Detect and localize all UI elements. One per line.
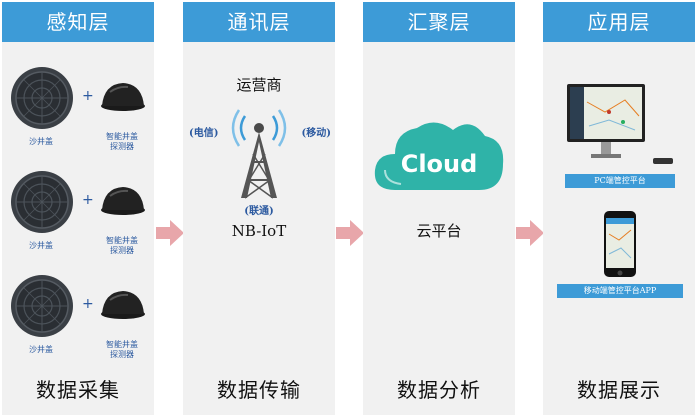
manhole-cover-icon bbox=[11, 67, 73, 129]
detector-label: 智能井盖 探测器 bbox=[106, 132, 138, 151]
mobile-app-label: 移动端管控平台APP bbox=[557, 284, 683, 298]
plus-sign: + bbox=[82, 192, 94, 208]
unicom-label: (联通) bbox=[244, 206, 274, 217]
detector-label: 智能井盖 探测器 bbox=[106, 236, 138, 255]
signal-tower-icon bbox=[231, 109, 287, 199]
perception-layer-title: 感知层 bbox=[2, 2, 154, 42]
plus-sign: + bbox=[82, 296, 94, 312]
aggregation-layer-footer: 数据分析 bbox=[397, 378, 481, 402]
manhole-label: 沙井盖 bbox=[29, 137, 53, 146]
carrier-label: 运营商 bbox=[236, 76, 282, 94]
aggregation-layer-title: 汇聚层 bbox=[363, 2, 515, 42]
detector-label: 智能井盖 探测器 bbox=[106, 340, 138, 359]
application-layer-footer: 数据展示 bbox=[577, 378, 661, 402]
manhole-cover-icon bbox=[11, 275, 73, 337]
pc-platform-label: PC端管控平台 bbox=[565, 174, 675, 188]
flow-arrow-icon bbox=[156, 220, 184, 246]
communication-layer-footer: 数据传输 bbox=[217, 378, 301, 402]
perception-layer-footer: 数据采集 bbox=[36, 378, 120, 402]
cloud-text: Cloud bbox=[401, 150, 478, 178]
cloud-platform-label: 云平台 bbox=[416, 222, 462, 240]
smart-detector-icon bbox=[101, 83, 145, 111]
pc-monitor-icon bbox=[567, 84, 673, 164]
flow-arrow-icon bbox=[516, 220, 544, 246]
smart-detector-icon bbox=[101, 187, 145, 215]
cloud-icon: Cloud bbox=[374, 122, 504, 190]
smart-detector-icon bbox=[101, 291, 145, 319]
manhole-label: 沙井盖 bbox=[29, 345, 53, 354]
sensor-row: 沙井盖 + 智能井盖 探测器 bbox=[2, 274, 154, 360]
sensor-row: 沙井盖 + 智能井盖 探测器 bbox=[2, 170, 154, 256]
sensor-row: 沙井盖 + 智能井盖 探测器 bbox=[2, 66, 154, 152]
aggregation-layer-panel: 汇聚层 Cloud 云平台 数据分析 bbox=[363, 2, 515, 415]
plus-sign: + bbox=[82, 88, 94, 104]
communication-layer-panel: 通讯层 运营商 (电信) (移动) (联通) NB-IoT 数据传输 bbox=[183, 2, 335, 415]
manhole-label: 沙井盖 bbox=[29, 241, 53, 250]
manhole-cover-icon bbox=[11, 171, 73, 233]
nbiot-label: NB-IoT bbox=[231, 222, 287, 240]
perception-layer-panel: 感知层 沙井盖 + 智能井盖 探测器 bbox=[2, 2, 154, 415]
telecom-label: (电信) bbox=[189, 128, 219, 139]
flow-arrow-icon bbox=[336, 220, 364, 246]
application-layer-panel: 应用层 PC端管控平台 移动端管控平台APP 数据展示 bbox=[543, 2, 695, 415]
mobile-label: (移动) bbox=[301, 128, 331, 139]
mobile-phone-icon bbox=[604, 211, 636, 277]
communication-layer-title: 通讯层 bbox=[183, 2, 335, 42]
application-layer-title: 应用层 bbox=[543, 2, 695, 42]
